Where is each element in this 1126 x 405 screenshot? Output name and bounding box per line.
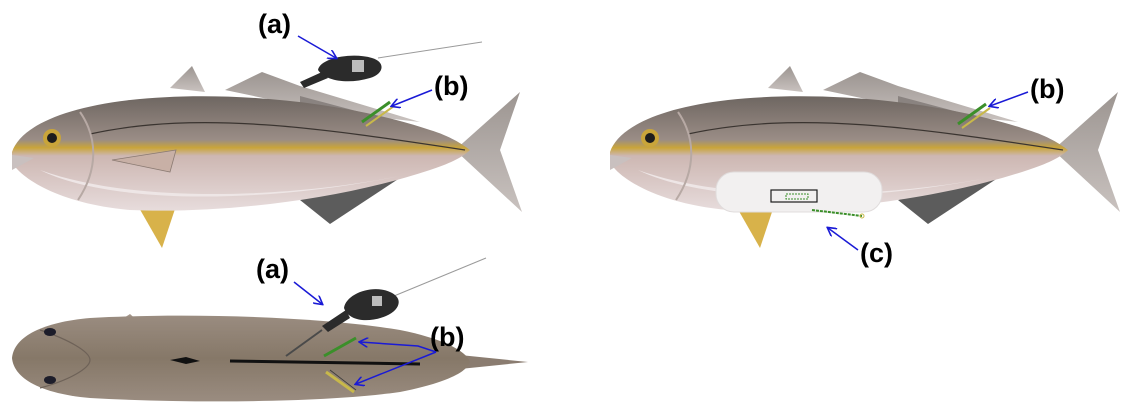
top-view-eye-upper bbox=[44, 328, 56, 336]
top-view-eye-lower bbox=[44, 376, 56, 384]
label-a-top: (a) bbox=[258, 9, 291, 39]
dorsal-fin bbox=[170, 66, 205, 92]
arrow-b-top-left bbox=[392, 90, 432, 106]
pelvic-fin-yellow bbox=[138, 206, 176, 248]
arrow-c bbox=[828, 228, 858, 250]
label-a-bottom: (a) bbox=[256, 254, 289, 284]
label-b-bottom: (b) bbox=[430, 322, 464, 352]
pupil bbox=[645, 133, 655, 143]
label-b-top-right: (b) bbox=[1030, 74, 1064, 104]
arrow-a-bottom bbox=[294, 282, 322, 304]
arrow-b-top-right bbox=[990, 92, 1028, 106]
top-view-body bbox=[12, 316, 470, 402]
label-b-top-left: (b) bbox=[434, 71, 468, 101]
label-c: (c) bbox=[860, 238, 893, 268]
body-cavity-cutaway bbox=[716, 172, 882, 212]
dorsal-fin bbox=[768, 66, 803, 92]
pupil bbox=[47, 133, 57, 143]
arrow-a-top bbox=[298, 36, 336, 58]
